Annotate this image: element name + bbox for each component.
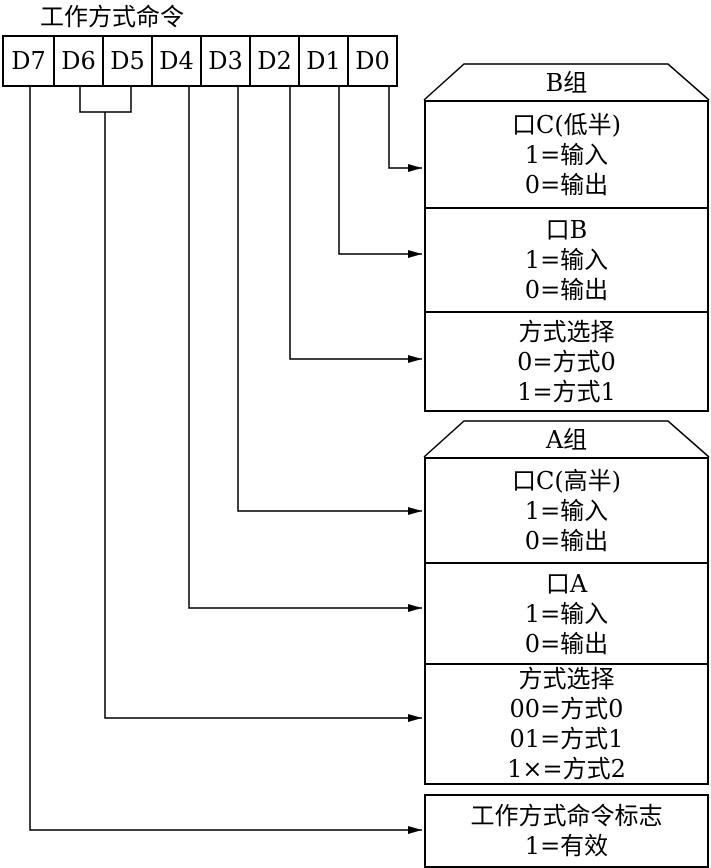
group-a-header-shape (423, 420, 710, 458)
mode-flag-box: 工作方式命令标志 1=有效 (424, 794, 709, 868)
group-b-port-c-low: 口C(低半) 1=输入 0=输出 (511, 110, 622, 199)
bit-d2: D2 (249, 37, 298, 85)
bit-d0: D0 (347, 37, 396, 85)
group-a-label: A组 (545, 426, 588, 454)
group-b-label: B组 (545, 69, 588, 97)
line-d6-d5 (79, 85, 422, 718)
group-a-port-c-high: 口C(高半) 1=输入 0=输出 (511, 466, 622, 555)
bit-d4: D4 (151, 37, 200, 85)
group-a-mode-select: 方式选择 00=方式0 01=方式1 1×=方式2 (426, 663, 707, 783)
line-d0 (388, 85, 422, 172)
group-a-port-a: 口A 1=输入 0=输出 (426, 562, 707, 663)
line-d7 (29, 85, 422, 834)
group-b-port-b: 口B 1=输入 0=输出 (426, 207, 707, 311)
bit-d6: D6 (53, 37, 102, 85)
bit-d7: D7 (11, 47, 46, 75)
group-b-header-shape (423, 63, 710, 101)
group-b-mode-select: 方式选择 0=方式0 1=方式1 (426, 311, 707, 410)
bit-register: D7 D6 D5 D4 D3 D2 D1 D0 (2, 35, 398, 87)
diagram-title: 工作方式命令 (40, 3, 184, 31)
line-d2 (289, 85, 422, 363)
line-d1 (338, 85, 422, 258)
bit-d5: D5 (102, 37, 151, 85)
bit-d3: D3 (200, 37, 249, 85)
bit-d1: D1 (298, 37, 347, 85)
mode-flag-cell: 工作方式命令标志 1=有效 (470, 802, 663, 860)
line-d3 (237, 85, 422, 515)
group-a-box: 口C(高半) 1=输入 0=输出 口A 1=输入 0=输出 方式选择 00=方式… (424, 457, 709, 785)
line-d4 (188, 85, 422, 612)
group-b-box: 口C(低半) 1=输入 0=输出 口B 1=输入 0=输出 方式选择 0=方式0… (424, 100, 709, 412)
